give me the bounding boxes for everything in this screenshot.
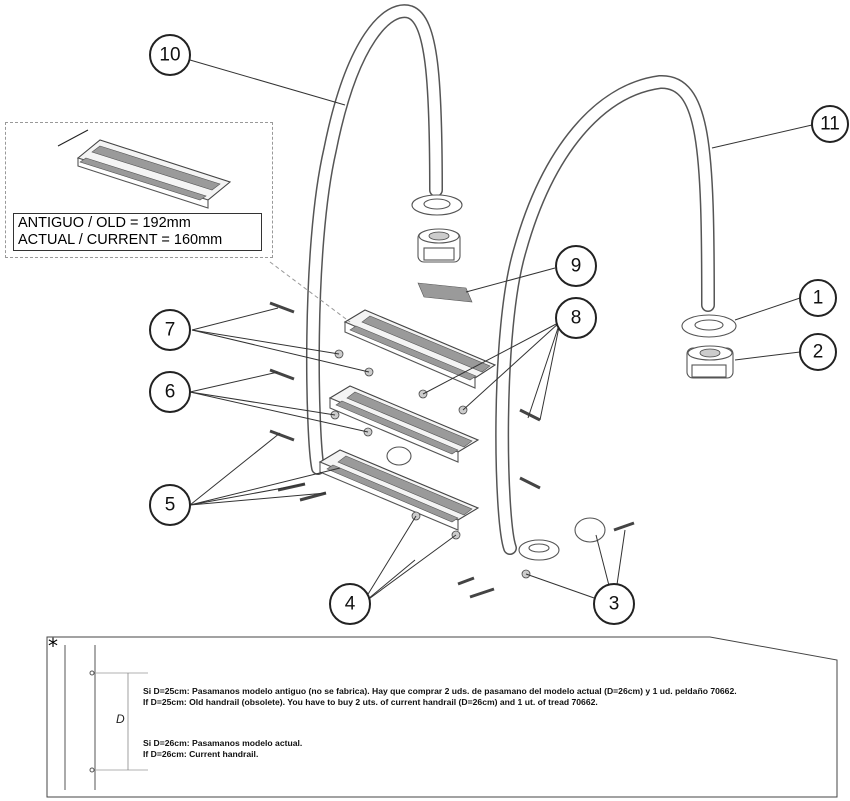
right-anchor: [686, 345, 734, 379]
inset-tread: [57, 129, 232, 209]
grip-pad: [417, 282, 473, 303]
old-tread-inset: [5, 122, 273, 258]
note-dimension-diagram: [64, 645, 148, 790]
tread-width-label: ANTIGUO / OLD = 192mm ACTUAL / CURRENT =…: [13, 213, 262, 251]
svg-text:10: 10: [159, 45, 180, 66]
right-handrail: [495, 75, 715, 555]
callout-6: 6: [149, 371, 191, 413]
left-escutcheon: [411, 194, 463, 216]
left-handrail: [305, 4, 443, 475]
right-escutcheon: [681, 314, 737, 338]
current-width-text: ACTUAL / CURRENT = 160mm: [18, 232, 223, 248]
note-line-en-26: If D=26cm: Current handrail.: [143, 749, 259, 759]
callout-1: 1: [799, 279, 837, 317]
svg-text:3: 3: [609, 594, 620, 615]
callout-4: 4: [329, 583, 371, 625]
callout-5: 5: [149, 484, 191, 526]
tread-top: [343, 309, 497, 389]
inset-link-line: [269, 261, 351, 323]
svg-text:8: 8: [571, 308, 582, 329]
callout-11: 11: [811, 105, 849, 143]
base-plates: [386, 446, 606, 561]
svg-text:4: 4: [345, 594, 356, 615]
callout-8: 8: [555, 297, 597, 339]
callout-2: 2: [799, 333, 837, 371]
leader-lines: [189, 59, 813, 606]
svg-text:7: 7: [165, 320, 176, 341]
callout-10: 10: [149, 34, 191, 76]
svg-text:6: 6: [165, 382, 176, 403]
svg-text:11: 11: [820, 114, 840, 135]
svg-text:9: 9: [571, 256, 582, 277]
note-line-es-26: Si D=26cm: Pasamanos modelo actual.: [143, 738, 303, 748]
old-width-text: ANTIGUO / OLD = 192mm: [18, 215, 191, 231]
note-marker: *: [48, 634, 58, 658]
dimension-d-label: D: [116, 712, 125, 726]
svg-text:1: 1: [813, 288, 824, 309]
svg-text:2: 2: [813, 342, 824, 363]
note-line-en-25: If D=25cm: Old handrail (obsolete). You …: [143, 697, 598, 707]
note-line-es-25: Si D=25cm: Pasamanos modelo antiguo (no …: [143, 686, 737, 696]
svg-text:5: 5: [165, 495, 176, 516]
tread-bottom: [318, 449, 480, 531]
note-panel-outline: [46, 636, 838, 798]
left-anchor: [417, 228, 461, 263]
callout-3: 3: [593, 583, 635, 625]
tread-middle: [328, 385, 480, 463]
callout-7: 7: [149, 309, 191, 351]
callout-9: 9: [555, 245, 597, 287]
bolts: [269, 301, 635, 599]
